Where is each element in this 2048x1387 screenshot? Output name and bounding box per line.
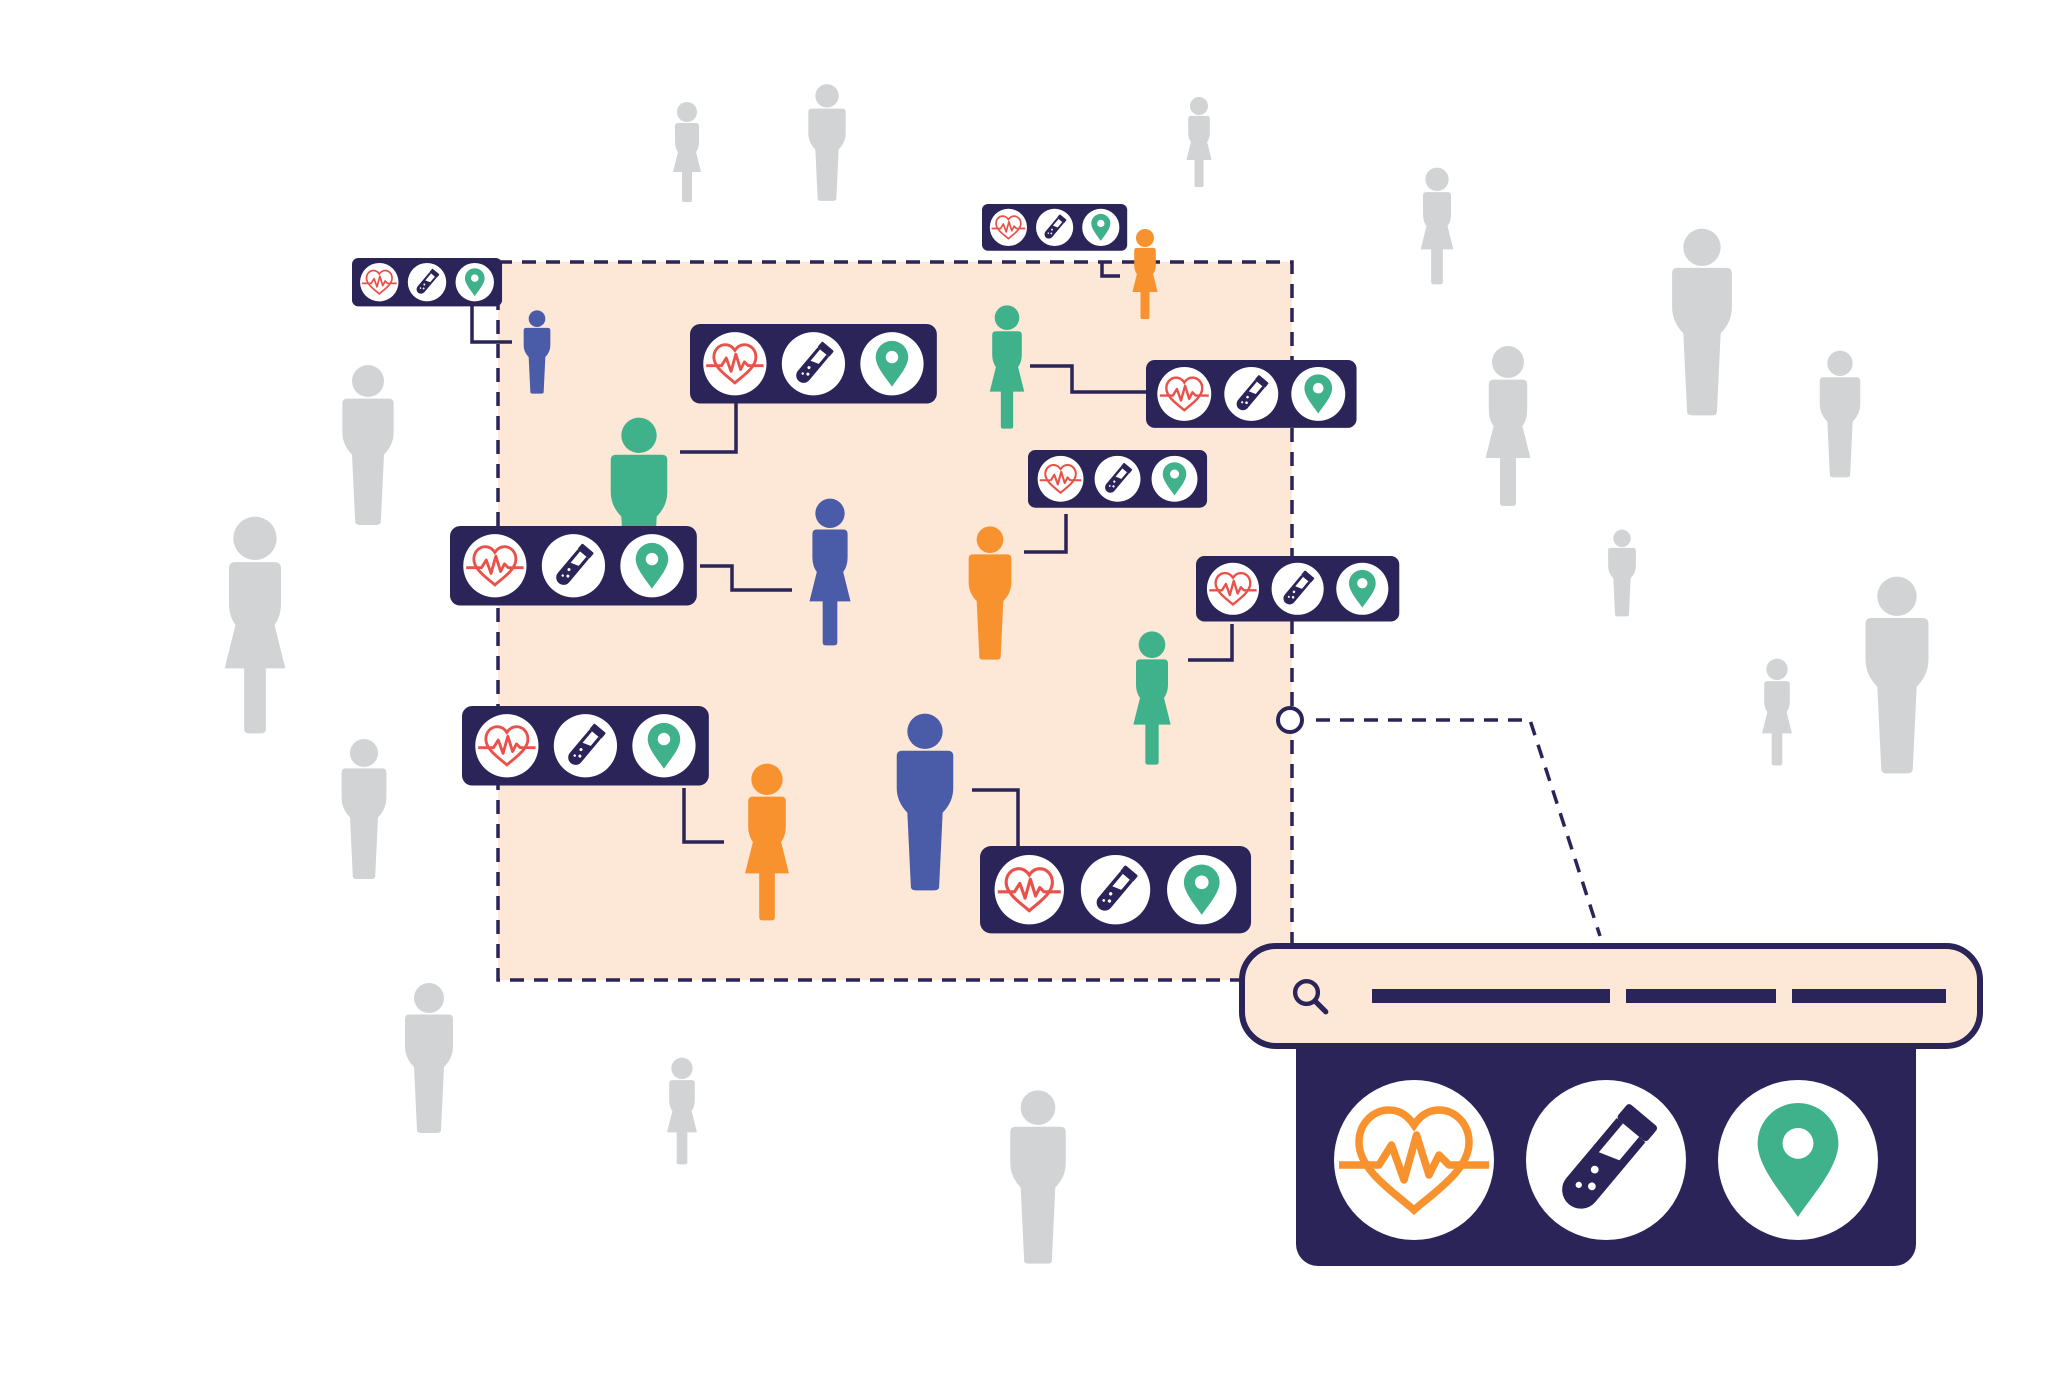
crowd-person — [1819, 350, 1861, 478]
attribute-card — [982, 204, 1128, 251]
attribute-cards — [352, 204, 1400, 934]
attribute-icon-circle — [989, 208, 1027, 246]
attribute-icon-circle — [463, 534, 527, 598]
attribute-card — [980, 846, 1252, 934]
result-health-button[interactable] — [1334, 1080, 1494, 1240]
crowd-person — [342, 365, 394, 525]
zoom-connector — [1316, 718, 1602, 937]
crowd-person — [341, 739, 387, 879]
crowd-person — [1186, 97, 1212, 187]
attribute-icon-circle — [475, 714, 539, 778]
crowd-person — [1672, 228, 1732, 416]
crowd-person — [1010, 1090, 1066, 1264]
attribute-icon-circle — [1206, 562, 1259, 615]
result-location-button[interactable] — [1718, 1080, 1878, 1240]
attribute-card — [352, 258, 503, 307]
attribute-icon-circle — [1037, 455, 1084, 502]
crowd-person — [673, 102, 701, 202]
attribute-card — [1028, 450, 1208, 508]
crowd-person — [808, 84, 846, 201]
crowd-person — [667, 1057, 697, 1165]
crowd-person — [1865, 576, 1929, 774]
attribute-icon-circle — [703, 332, 767, 396]
connector-lines — [470, 262, 1234, 846]
attribute-icon-circle — [360, 262, 399, 302]
crowd-person — [1420, 167, 1454, 285]
search-panel — [1239, 706, 1983, 1266]
crowd-person — [405, 983, 453, 1133]
attribute-icon-circle — [994, 854, 1064, 925]
attribute-card — [1196, 556, 1400, 622]
crowd-person — [224, 516, 286, 734]
result-sample-button[interactable] — [1526, 1080, 1686, 1240]
attribute-card — [690, 324, 937, 404]
attribute-icon-circle — [1157, 366, 1212, 421]
attribute-card — [462, 706, 709, 786]
crowd-person — [1485, 346, 1531, 506]
crowd-person — [1608, 529, 1636, 617]
search-bar[interactable] — [1239, 943, 1983, 1049]
attribute-card — [450, 526, 697, 606]
attribute-card — [1146, 360, 1357, 428]
crowd-person — [1762, 658, 1792, 766]
zoom-anchor — [1276, 706, 1304, 734]
